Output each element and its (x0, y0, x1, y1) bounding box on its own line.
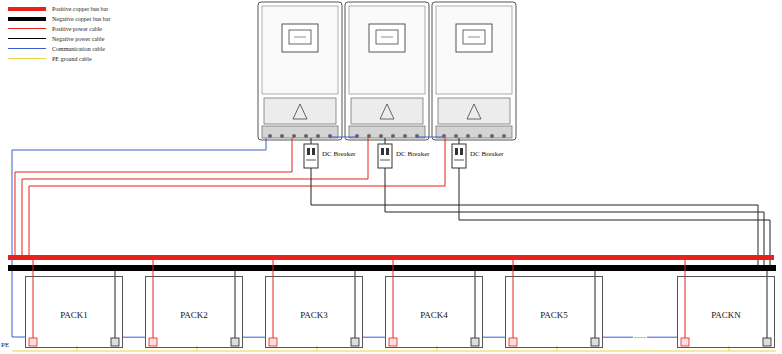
legend-row: Communication cable (8, 44, 105, 53)
breaker-label: DC Breaker (396, 151, 430, 159)
positive-power-cable (15, 138, 292, 256)
positive-power-cable (29, 138, 445, 256)
dc-breaker (452, 144, 466, 168)
battery-pack: PACK3 (265, 276, 363, 348)
legend-swatch (8, 17, 46, 21)
negative-power-cable (385, 168, 764, 266)
gap-ellipsis: ...... (633, 332, 647, 340)
battery-pack: PACK2 (145, 276, 243, 348)
inverter-unit (432, 2, 516, 140)
communication-cable (243, 337, 265, 338)
pe-ground-cable (12, 350, 776, 351)
negative-bus-bar (8, 265, 776, 271)
negative-power-cable (385, 138, 386, 144)
pack-wiring (149, 260, 239, 351)
communication-cable (483, 337, 505, 338)
legend-text: Communication cable (52, 46, 105, 52)
negative-power-cable (311, 168, 758, 266)
breaker-label: DC Breaker (470, 151, 504, 159)
legend-text: Positive copper bus bar (52, 6, 108, 12)
legend-row: Positive copper bus bar (8, 4, 108, 13)
pack-wiring (389, 260, 479, 351)
legend-swatch (8, 28, 46, 29)
legend-row: Negative copper bus bar (8, 14, 110, 23)
pack-label: PACK4 (419, 311, 449, 321)
pack-wiring (29, 260, 119, 351)
pack-label: PACK5 (539, 311, 569, 321)
legend-swatch (8, 48, 46, 49)
communication-cable (330, 137, 356, 138)
legend-swatch (8, 58, 46, 59)
legend-swatch (8, 38, 46, 39)
positive-power-cable (22, 138, 368, 256)
breaker-label: DC Breaker (322, 151, 356, 159)
legend-text: Negative power cable (52, 36, 104, 42)
pack-label: PACKN (710, 311, 742, 321)
dc-breaker (304, 144, 318, 168)
positive-bus-bar (8, 255, 774, 260)
legend-text: PE ground cable (52, 56, 92, 62)
ground-label: PE (1, 342, 9, 350)
pack-wiring (269, 260, 359, 351)
pack-label: PACK3 (299, 311, 329, 321)
legend-row: PE ground cable (8, 54, 92, 63)
battery-pack: PACK4 (385, 276, 483, 348)
pack-wiring (509, 260, 599, 351)
legend-swatch (8, 7, 46, 11)
dc-breaker (378, 144, 392, 168)
battery-pack: PACK5 (505, 276, 603, 348)
pack-label: PACK1 (59, 311, 89, 321)
inverter-unit (258, 2, 342, 140)
negative-power-cable (459, 138, 460, 144)
negative-power-cable (311, 138, 312, 144)
battery-pack: PACKN (677, 276, 775, 348)
legend-row: Positive power cable (8, 24, 102, 33)
pack-label: PACK2 (179, 311, 209, 321)
legend-text: Positive power cable (52, 26, 102, 32)
communication-cable (123, 337, 145, 338)
communication-cable (12, 138, 266, 337)
pack-wiring (681, 260, 771, 351)
communication-cable (363, 337, 385, 338)
battery-pack: PACK1 (25, 276, 123, 348)
negative-power-cable (459, 168, 770, 266)
communication-cable (417, 137, 443, 138)
legend-row: Negative power cable (8, 34, 104, 43)
legend-text: Negative copper bus bar (52, 16, 110, 22)
inverter-unit (345, 2, 429, 140)
